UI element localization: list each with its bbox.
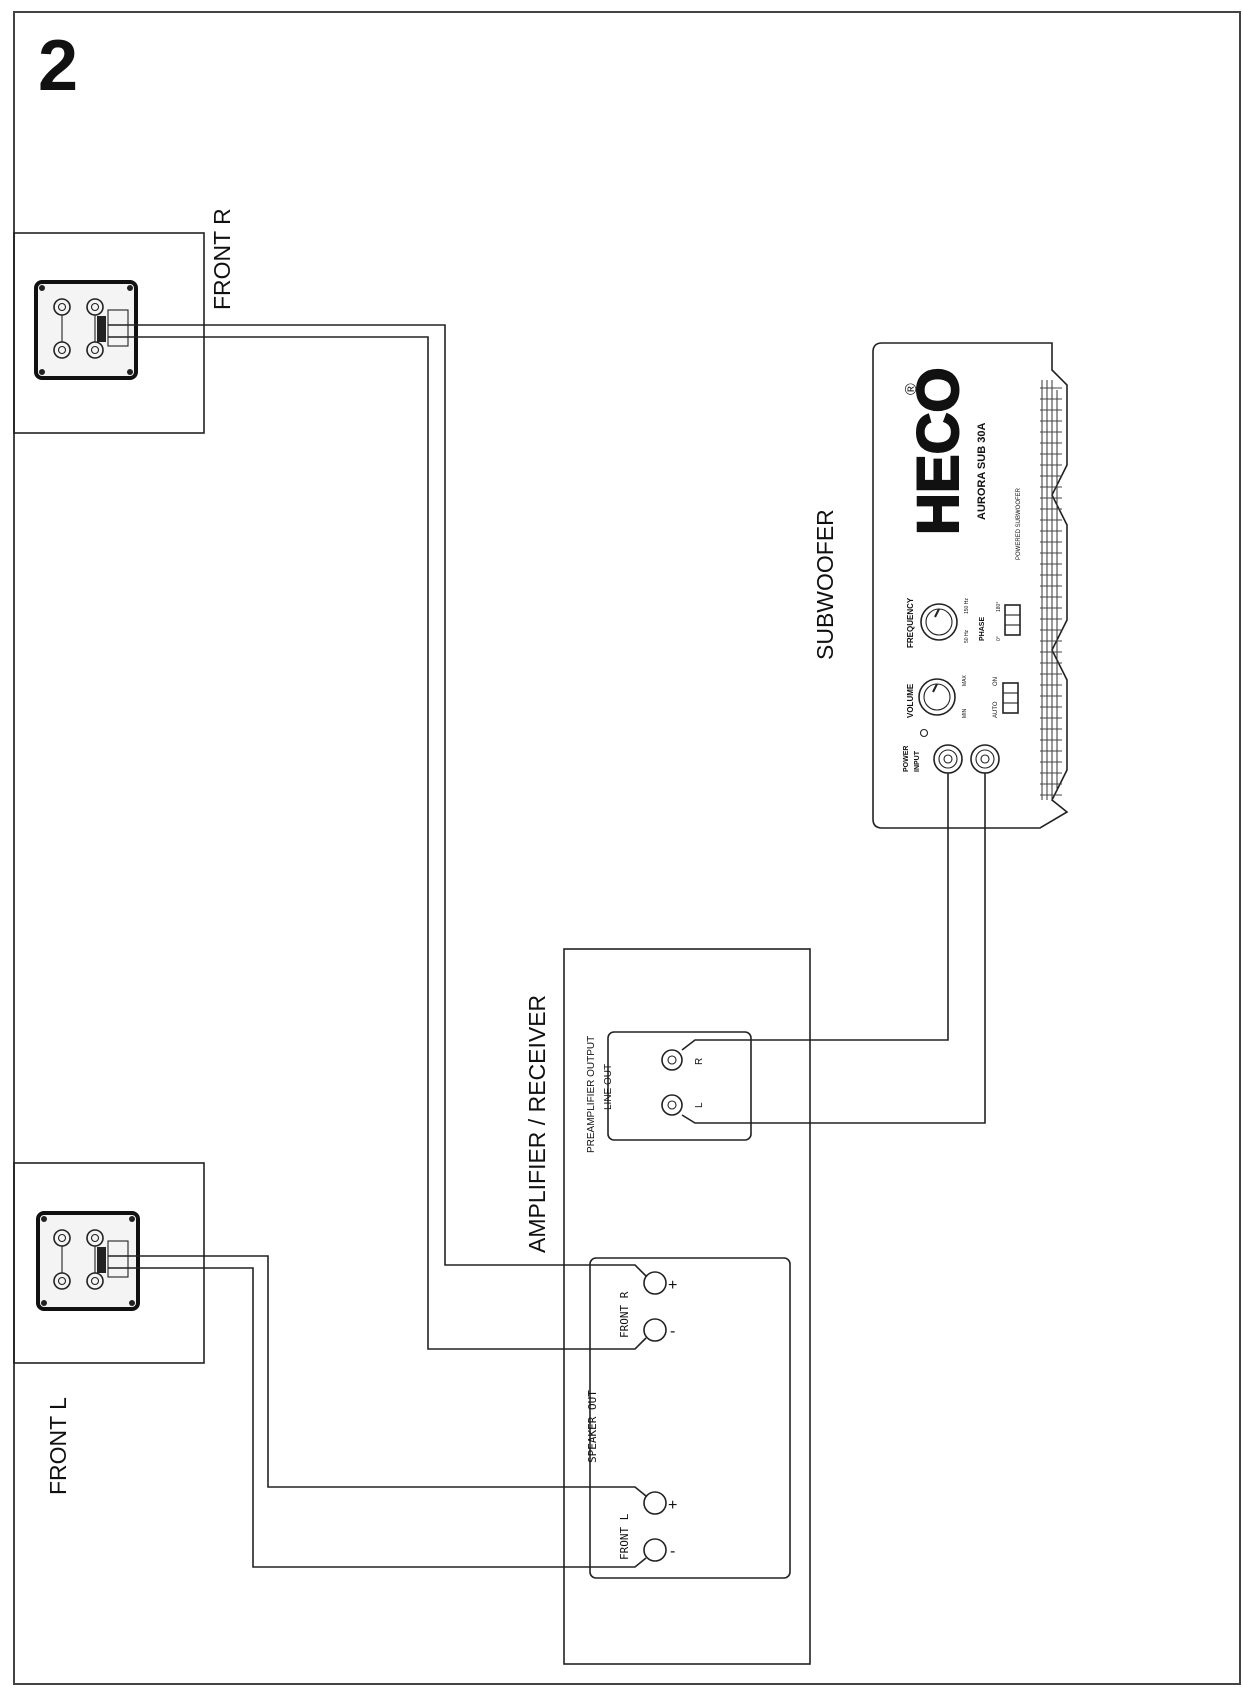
line-out-label: LINE OUT [603, 1064, 614, 1110]
page-frame [13, 11, 1241, 1685]
wire-front-l-minus [108, 1267, 647, 1568]
line-out-r-label: R [694, 1058, 705, 1065]
auto-label: AUTO [993, 701, 999, 718]
speaker-out-label: SPEAKER OUT [586, 1390, 599, 1463]
model-name: AURORA SUB 30A [976, 423, 988, 520]
auto-on-switch [1002, 682, 1019, 714]
volume-label: VOLUME [906, 683, 915, 718]
figure-number: 2 [38, 26, 78, 106]
wire-front-l-plus [108, 1255, 647, 1497]
bridge-icon [97, 316, 106, 342]
wire-front-r-minus [108, 336, 647, 1350]
sub-input-l-jack-icon [970, 744, 1000, 774]
front-r-out-label: FRONT R [618, 1291, 631, 1338]
front-l-plus-label: + [668, 1497, 677, 1514]
line-out-r-jack-icon [661, 1049, 683, 1071]
wire-front-r-plus [108, 324, 647, 1277]
amplifier-label: AMPLIFIER / RECEIVER [524, 995, 550, 1253]
line-out-l-jack-icon [661, 1094, 683, 1116]
front-r-terminal-plate [34, 280, 138, 380]
phase-0-label: 0° [996, 636, 1002, 641]
registered-mark: ® [903, 383, 920, 395]
on-label: ON [993, 677, 999, 686]
input-label: INPUT [914, 750, 921, 772]
heat-sink [1041, 380, 1058, 800]
front-l-label: FRONT L [45, 1397, 71, 1495]
amplifier-box [563, 948, 811, 1665]
front-r-speaker-box [13, 232, 205, 434]
subwoofer-panel-outline [872, 342, 1069, 829]
volume-min-label: MIN [962, 708, 968, 718]
subwoofer-unit: HECO ® AURORA SUB 30A POWERED SUBWOOFER … [872, 342, 1069, 829]
front-l-speaker-box [13, 1162, 205, 1364]
amplifier-unit: PREAMPLIFIER OUTPUT LINE OUT R L SPEAKER… [563, 948, 811, 1665]
front-l-plus-terminal-icon [643, 1491, 667, 1515]
volume-max-label: MAX [962, 675, 968, 687]
front-r-minus-terminal-icon [643, 1318, 667, 1342]
front-l-minus-label: - [670, 1543, 675, 1560]
phase-180-label: 180° [996, 602, 1002, 612]
sub-input-r-jack-icon [933, 744, 963, 774]
bridge-icon [97, 1247, 106, 1273]
front-r-label: FRONT R [209, 208, 235, 310]
heco-logo: HECO [906, 367, 971, 535]
line-out-l-label: L [694, 1102, 705, 1108]
frequency-label: FREQUENCY [906, 597, 915, 648]
frequency-low-label: 50 Hz [964, 629, 970, 643]
frequency-knob-icon [920, 603, 958, 641]
front-r-minus-label: - [670, 1323, 675, 1340]
wire-line-out-l [681, 773, 986, 1124]
preamp-output-label: PREAMPLIFIER OUTPUT [586, 1036, 597, 1153]
volume-knob-icon [918, 678, 956, 716]
phase-label: PHASE [979, 617, 986, 641]
wires [108, 324, 986, 1568]
front-l-speaker [13, 1162, 205, 1364]
front-r-plus-terminal-icon [643, 1271, 667, 1295]
phase-switch [1004, 604, 1021, 636]
power-led-icon [919, 728, 929, 738]
line-out-panel [607, 1031, 752, 1141]
wire-line-out-r [681, 773, 949, 1051]
front-l-terminal-plate [36, 1211, 140, 1311]
front-l-minus-terminal-icon [643, 1538, 667, 1562]
model-subtitle: POWERED SUBWOOFER [1016, 487, 1022, 560]
speaker-out-panel [589, 1257, 791, 1579]
power-label: POWER [903, 746, 910, 772]
front-r-speaker [13, 232, 205, 434]
front-l-out-label: FRONT L [618, 1513, 631, 1560]
frequency-high-label: 150 Hz [964, 598, 970, 614]
front-r-plus-label: + [668, 1277, 677, 1294]
subwoofer-label: SUBWOOFER [812, 509, 838, 660]
